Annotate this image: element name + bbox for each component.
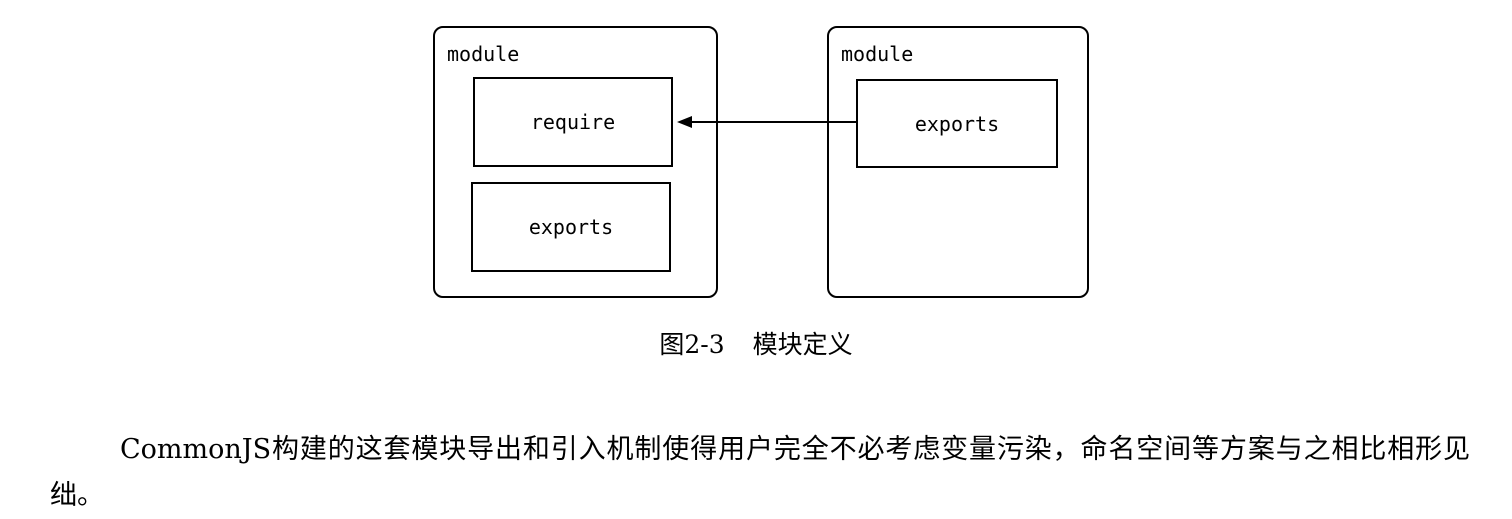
figure-title: 模块定义 <box>752 330 853 359</box>
left-exports-label: exports <box>528 215 614 239</box>
right-module-label: module <box>841 42 914 66</box>
require-label: require <box>530 110 616 134</box>
left-exports-box: exports <box>471 182 671 272</box>
body-paragraph: CommonJS构建的这套模块导出和引入机制使得用户完全不必考虑变量污染，命名空… <box>50 434 1470 511</box>
require-box: require <box>473 77 673 167</box>
left-module-box: module require exports <box>433 26 718 298</box>
module-definition-diagram: module require exports module exports <box>433 26 1089 298</box>
right-exports-box: exports <box>856 79 1058 168</box>
exports-to-require-arrow <box>677 116 856 128</box>
right-module-box: module exports <box>827 26 1089 298</box>
left-module-label: module <box>447 42 520 66</box>
figure-caption: 图2-3 模块定义 <box>0 327 1512 363</box>
right-exports-label: exports <box>914 111 1000 136</box>
figure-number: 图2-3 <box>659 330 725 359</box>
